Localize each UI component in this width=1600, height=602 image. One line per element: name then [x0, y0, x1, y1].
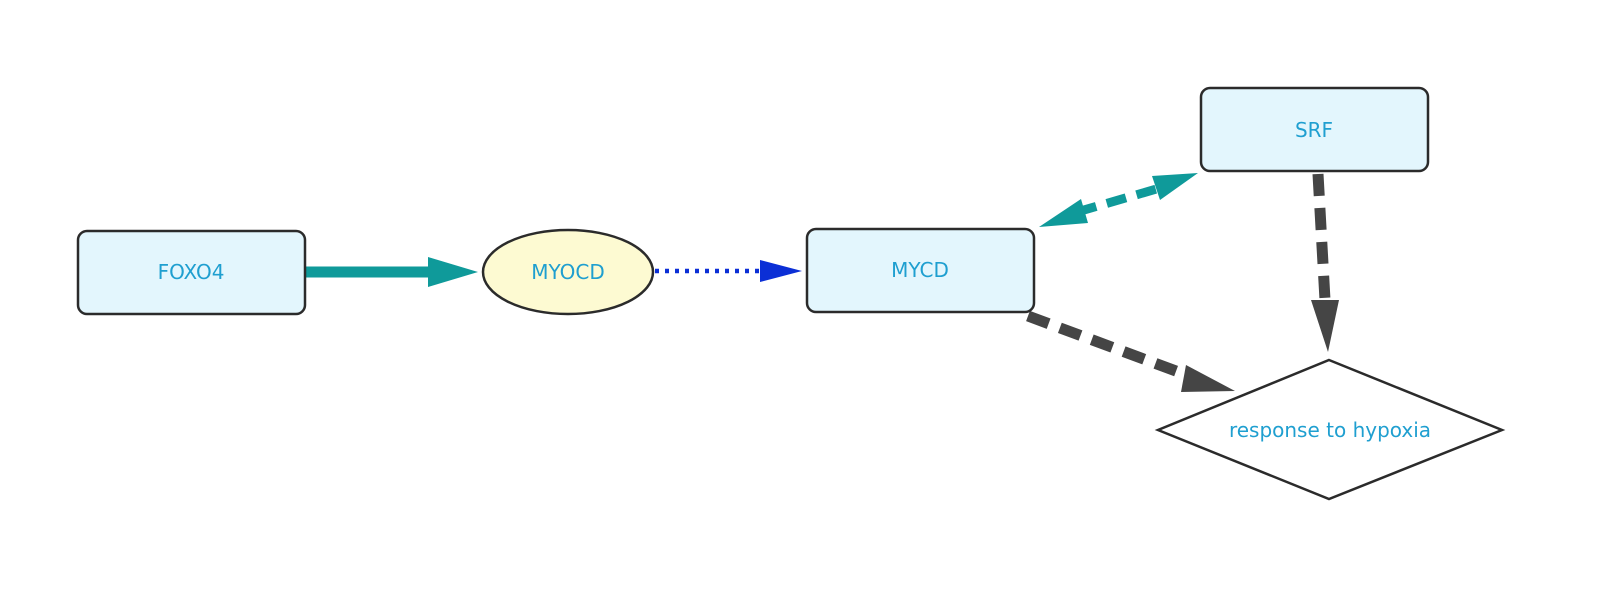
edge-line [1075, 183, 1162, 217]
node-mycd[interactable]: MYCD [805, 227, 1036, 314]
edge-srf-to-hypoxia[interactable] [1311, 173, 1339, 352]
arrowhead-icon [1152, 173, 1198, 200]
node-myocd[interactable]: MYOCD [481, 228, 655, 316]
node-srf[interactable]: SRF [1199, 86, 1430, 173]
arrowhead-icon [428, 257, 478, 287]
edge-line [1312, 173, 1331, 301]
node-label: response to hypoxia [1229, 418, 1431, 442]
node-label: SRF [1295, 118, 1333, 142]
edge-myocd-to-mycd[interactable] [655, 260, 802, 282]
edge-line [1026, 310, 1194, 383]
edges [306, 173, 1339, 392]
edge-mycd-to-hypoxia[interactable] [1026, 310, 1235, 392]
arrowhead-icon [1181, 365, 1235, 392]
node-foxo4[interactable]: FOXO4 [76, 229, 307, 316]
node-response-to-hypoxia[interactable]: response to hypoxia [1154, 358, 1506, 501]
node-box [805, 227, 1036, 314]
node-label: MYOCD [531, 260, 605, 284]
edge-foxo4-to-myocd[interactable] [306, 257, 478, 287]
node-diamond [1154, 358, 1506, 501]
node-label: MYCD [891, 258, 949, 282]
arrowhead-icon [760, 260, 802, 282]
node-label: FOXO4 [158, 260, 225, 284]
arrowhead-icon [1039, 199, 1088, 227]
arrowhead-icon [1311, 300, 1339, 352]
node-ellipse [481, 228, 655, 316]
node-box [76, 229, 307, 316]
edge-srf-mycd-bidirectional[interactable] [1039, 173, 1198, 227]
node-box [1199, 86, 1430, 173]
